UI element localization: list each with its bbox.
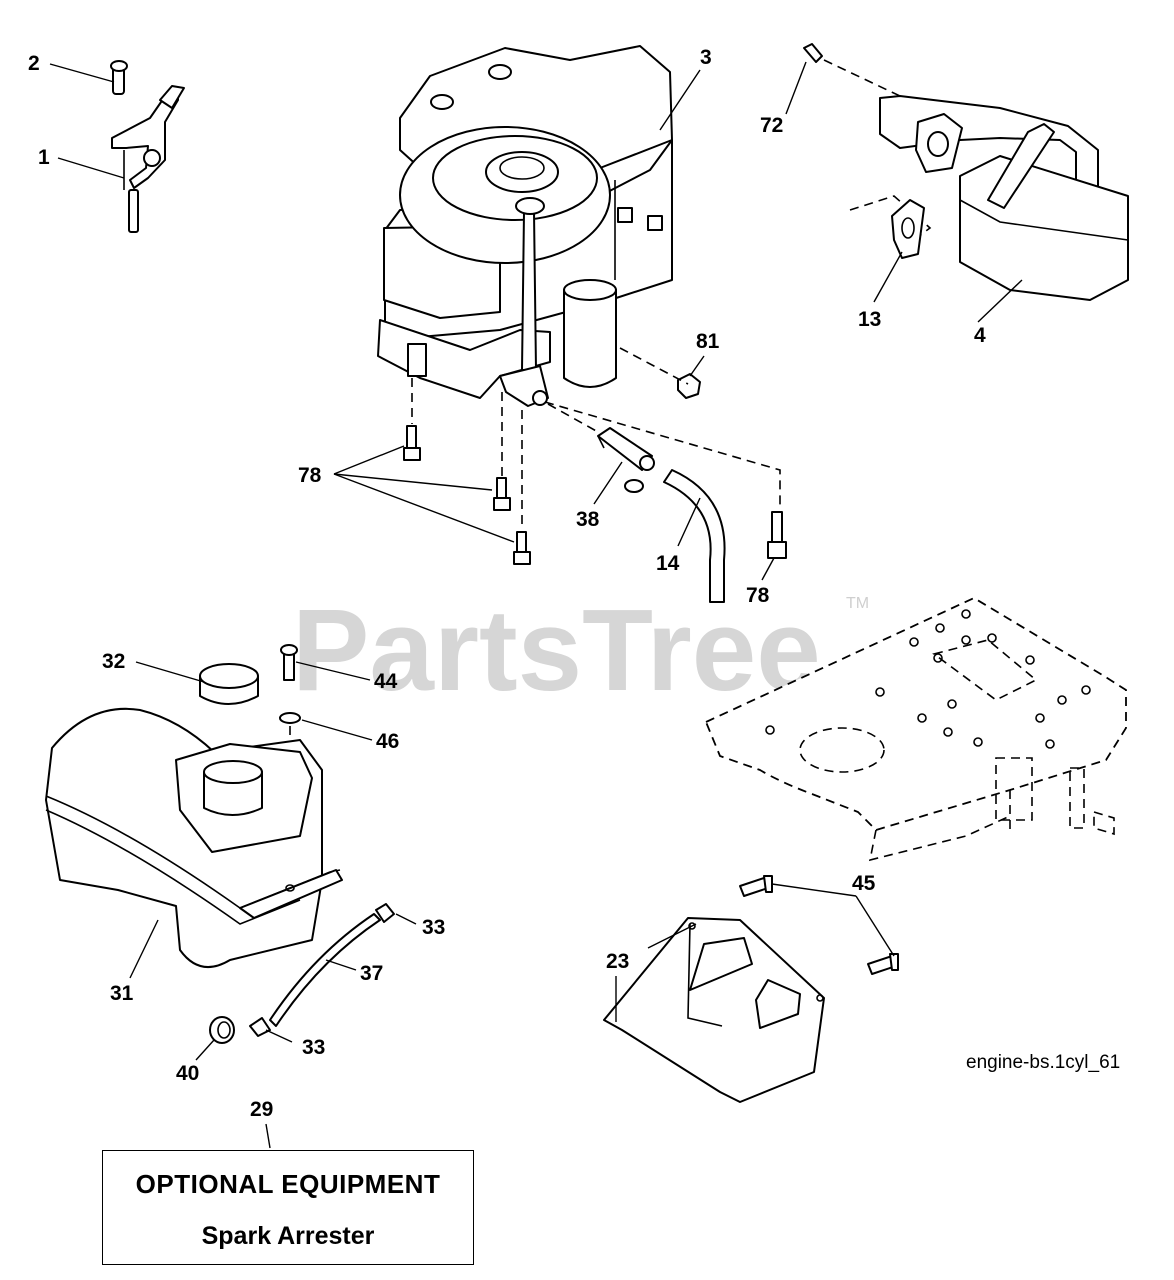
fuel-line-part [663,469,726,603]
callout-46: 46 [376,730,399,753]
engine-part [377,45,673,407]
callout-1: 1 [38,146,50,169]
callout-29: 29 [250,1098,273,1121]
bolts-78 [403,378,787,565]
heat-shield-part [603,875,899,1103]
callout-81: 81 [696,330,720,353]
callout-44: 44 [374,670,398,693]
callout-3: 3 [700,46,712,69]
hose-clamps-part [209,903,395,1044]
fuel-cap-part [199,663,259,705]
callout-72: 72 [760,114,783,137]
throttle-control-part [110,60,185,233]
callout-40: 40 [176,1062,199,1085]
callout-33-upper: 33 [422,916,445,939]
muffler-part [803,43,1129,301]
drain-plug-part [677,373,701,399]
watermark-trademark: TM [846,595,869,612]
callout-78-left: 78 [298,464,322,487]
optional-equipment-title: OPTIONAL EQUIPMENT [135,1169,441,1199]
callout-13: 13 [858,308,881,331]
spark-arrester-label: Spark Arrester [201,1222,375,1250]
frame-plate-part [704,596,1127,862]
callout-45: 45 [852,872,876,895]
callout-14: 14 [656,552,680,575]
callout-32: 32 [102,650,125,673]
callout-31: 31 [110,982,134,1005]
callout-37: 37 [360,962,383,985]
optional-equipment-box: OPTIONAL EQUIPMENT Spark Arrester [102,1150,474,1265]
drawing-id: engine-bs.1cyl_61 [966,1052,1120,1073]
callout-33-lower: 33 [302,1036,325,1059]
fuel-filter-part [597,427,655,493]
watermark-text: PartsTree [292,585,821,715]
callout-2: 2 [28,52,40,75]
callout-4: 4 [974,324,986,347]
callout-38: 38 [576,508,600,531]
fuel-tank-part [45,707,343,969]
leader-lines [49,61,1023,1149]
callout-23: 23 [606,950,629,973]
callout-78-right: 78 [746,584,770,607]
